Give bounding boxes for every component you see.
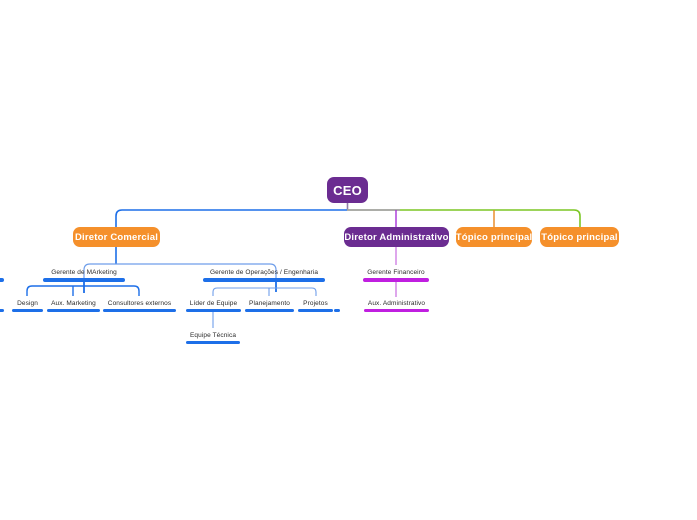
edge-root-to-comercial	[115, 209, 347, 227]
node-consultores-externos-label: Consultores externos	[107, 300, 172, 307]
node-projetos-label: Projetos	[303, 300, 328, 307]
node-consultores-externos-underline	[103, 309, 176, 312]
node-gerente-marketing-label: Gerente de MArketing	[51, 269, 117, 276]
node-planejamento[interactable]: Planejamento	[245, 299, 294, 312]
node-aux-administrativo-label: Aux. Administrativo	[367, 300, 426, 307]
node-projetos[interactable]: Projetos	[298, 299, 333, 312]
cutoff-bar-upper	[0, 278, 4, 282]
edge-marketing-bus	[26, 285, 140, 296]
node-gerente-operacoes-underline	[203, 278, 325, 282]
node-topico-principal-1[interactable]: Tópico principal	[456, 227, 532, 247]
node-aux-administrativo-underline	[364, 309, 429, 312]
node-gerente-financeiro[interactable]: Gerente Financeiro	[363, 268, 429, 282]
node-design-underline	[12, 309, 43, 312]
node-aux-marketing-label: Aux. Marketing	[51, 300, 96, 307]
node-consultores-externos[interactable]: Consultores externos	[103, 299, 176, 312]
node-gerente-marketing-underline	[43, 278, 125, 282]
node-topico-principal-1-label: Tópico principal	[455, 231, 533, 243]
node-diretor-administrativo-label: Diretor Administrativo	[344, 231, 449, 243]
node-planejamento-label: Planejamento	[249, 300, 290, 307]
node-gerente-operacoes-label: Gerente de Operações / Engenharia	[209, 269, 319, 276]
node-topico-principal-2-label: Tópico principal	[541, 231, 618, 243]
node-equipe-tecnica-label: Equipe Técnica	[189, 332, 237, 339]
node-equipe-tecnica[interactable]: Equipe Técnica	[186, 331, 240, 344]
node-aux-marketing-underline	[47, 309, 100, 312]
node-root-ceo-label: CEO	[333, 182, 362, 198]
node-projetos-underline	[298, 309, 333, 312]
node-equipe-tecnica-underline	[186, 341, 240, 344]
node-lider-de-equipe-label: Líder de Equipe	[189, 300, 238, 307]
node-diretor-comercial-label: Diretor Comercial	[74, 231, 159, 243]
node-design-label: Design	[17, 300, 38, 307]
node-diretor-administrativo[interactable]: Diretor Administrativo	[344, 227, 449, 247]
edge-operacoes-bus	[212, 287, 317, 296]
node-planejamento-underline	[245, 309, 294, 312]
cutoff-bar-right	[334, 309, 340, 312]
node-gerente-marketing[interactable]: Gerente de MArketing	[43, 268, 125, 282]
node-aux-marketing[interactable]: Aux. Marketing	[47, 299, 100, 312]
node-gerente-operacoes[interactable]: Gerente de Operações / Engenharia	[203, 268, 325, 282]
node-diretor-comercial[interactable]: Diretor Comercial	[73, 227, 160, 247]
node-topico-principal-2[interactable]: Tópico principal	[540, 227, 619, 247]
node-aux-administrativo[interactable]: Aux. Administrativo	[364, 299, 429, 312]
node-lider-de-equipe[interactable]: Líder de Equipe	[186, 299, 241, 312]
edge-root-spine-right	[347, 209, 581, 227]
cutoff-bar-lower	[0, 309, 4, 312]
node-gerente-financeiro-label: Gerente Financeiro	[367, 269, 425, 276]
node-gerente-financeiro-underline	[363, 278, 429, 282]
node-design[interactable]: Design	[12, 299, 43, 312]
node-lider-de-equipe-underline	[186, 309, 241, 312]
node-root-ceo[interactable]: CEO	[327, 177, 368, 203]
